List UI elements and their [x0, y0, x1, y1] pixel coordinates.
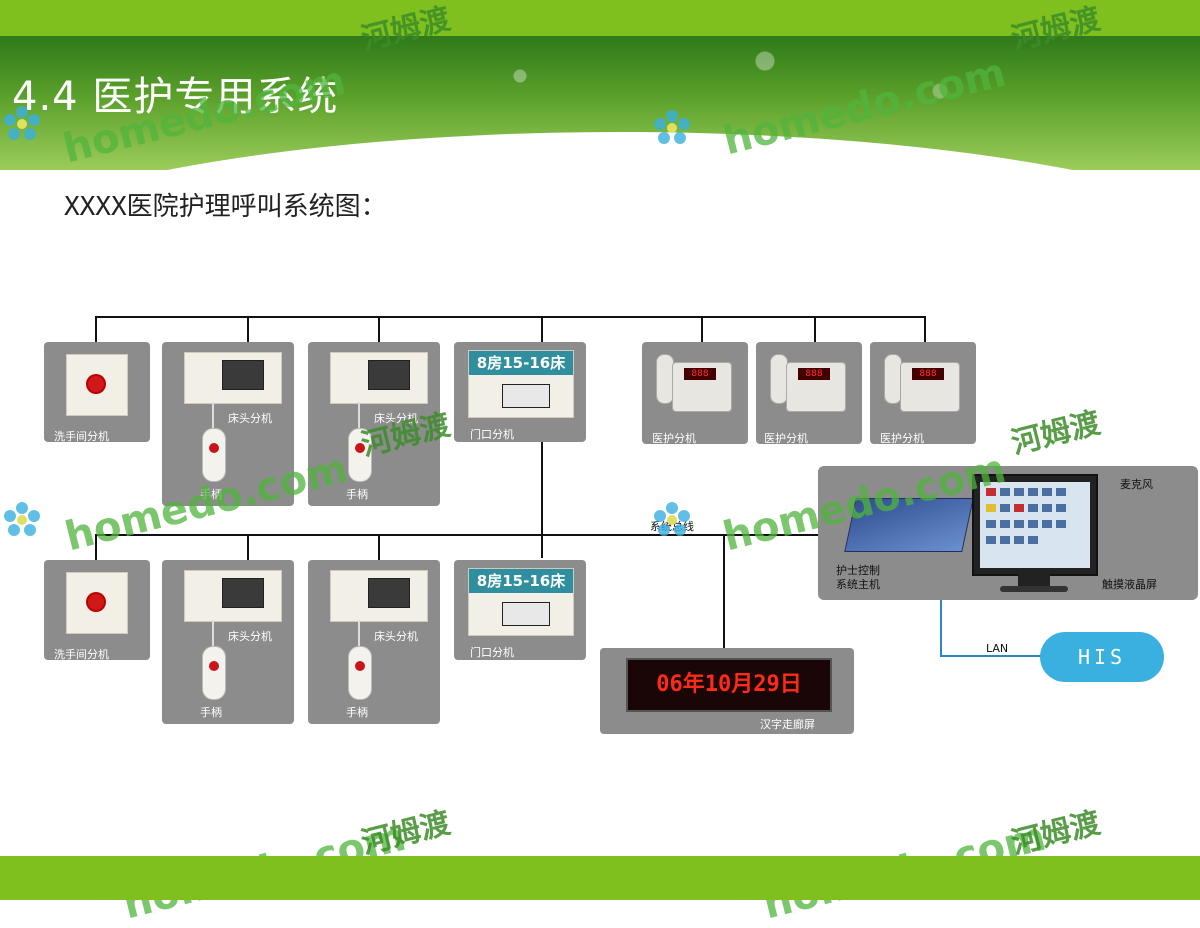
handset-cord [358, 620, 360, 646]
handset-icon [202, 428, 226, 482]
water-drops [380, 36, 1080, 136]
door-label: 门口分机 [470, 646, 514, 659]
led-display: 06年10月29日 [626, 658, 832, 712]
bedside-label: 床头分机 [228, 630, 272, 643]
handset-cord [212, 402, 214, 428]
bottom-bar [0, 856, 1200, 900]
his-cloud: HIS [1040, 632, 1164, 682]
handset-icon [202, 646, 226, 700]
door-sign: 8房15-16床 [469, 351, 573, 375]
lan-label: LAN [986, 642, 1009, 655]
bedside-unit: 床头分机 手柄 [162, 560, 294, 724]
handset-cord [358, 402, 360, 428]
washroom-label: 洗手间分机 [54, 648, 109, 661]
top-bus-line [95, 316, 926, 318]
door-sign: 8房15-16床 [469, 569, 573, 593]
monitor-base [1000, 586, 1068, 592]
top-bar [0, 0, 1200, 36]
drop-line [723, 534, 725, 650]
monitor-stand [1018, 572, 1050, 588]
touch-screen-label: 触摸液晶屏 [1102, 578, 1157, 591]
phone-icon: 888 [654, 350, 732, 412]
drop-line [247, 534, 249, 560]
mic-label: 麦克风 [1120, 478, 1153, 491]
drop-line [378, 316, 380, 342]
bedside-unit: 床头分机 手柄 [308, 342, 440, 506]
drop-line [924, 316, 926, 342]
medical-label: 医护分机 [880, 432, 924, 445]
bedside-screen [222, 578, 264, 608]
flower-logo-icon [4, 106, 40, 140]
flower-logo-icon [654, 502, 690, 536]
call-button-icon [88, 594, 104, 610]
host-label-line2: 系统主机 [836, 578, 880, 591]
drop-line [541, 316, 543, 342]
drop-line [247, 316, 249, 342]
vertical-bus-line [541, 442, 543, 558]
handset-label: 手柄 [346, 706, 368, 719]
medical-unit: 888 医护分机 [642, 342, 748, 445]
medical-unit: 888 医护分机 [756, 342, 862, 445]
handset-cord [212, 620, 214, 646]
bedside-label: 床头分机 [228, 412, 272, 425]
watermark-cn: 河姆渡 [357, 805, 454, 862]
drop-line [95, 534, 97, 560]
page-title: 4.4 医护专用系统 [12, 74, 339, 120]
medical-unit: 888 医护分机 [870, 342, 976, 445]
corridor-label: 汉字走廊屏 [760, 718, 815, 731]
bedside-unit: 床头分机 手柄 [308, 560, 440, 724]
drop-line [378, 534, 380, 560]
handset-icon [348, 428, 372, 482]
lan-line [940, 655, 1042, 657]
call-button-icon [88, 376, 104, 392]
host-label-line1: 护士控制 [836, 564, 880, 577]
lan-line [940, 600, 942, 656]
bedside-label: 床头分机 [374, 630, 418, 643]
handset-label: 手柄 [346, 488, 368, 501]
flower-logo-icon [4, 502, 40, 536]
washroom-label: 洗手间分机 [54, 430, 109, 443]
washroom-unit: 洗手间分机 [44, 342, 150, 443]
bedside-screen [368, 578, 410, 608]
door-unit: 8房15-16床 门口分机 [454, 342, 586, 442]
door-label: 门口分机 [470, 428, 514, 441]
system-bus-line [95, 534, 819, 536]
header-banner [0, 36, 1200, 170]
washroom-unit: 洗手间分机 [44, 560, 150, 661]
handset-label: 手柄 [200, 488, 222, 501]
door-screen [502, 384, 550, 408]
watermark-cn: 河姆渡 [1007, 805, 1104, 862]
touch-monitor-icon [972, 474, 1098, 576]
flower-logo-icon [654, 110, 690, 144]
drop-line [95, 316, 97, 342]
watermark-cn: 河姆渡 [1007, 405, 1104, 462]
door-screen [502, 602, 550, 626]
bedside-label: 床头分机 [374, 412, 418, 425]
handset-icon [348, 646, 372, 700]
drop-line [814, 316, 816, 342]
medical-label: 医护分机 [764, 432, 808, 445]
bedside-unit: 床头分机 手柄 [162, 342, 294, 506]
bedside-screen [222, 360, 264, 390]
drop-line [701, 316, 703, 342]
handset-label: 手柄 [200, 706, 222, 719]
phone-icon: 888 [768, 350, 846, 412]
bedside-screen [368, 360, 410, 390]
medical-label: 医护分机 [652, 432, 696, 445]
door-unit: 8房15-16床 门口分机 [454, 560, 586, 660]
diagram-subtitle: XXXX医院护理呼叫系统图： [64, 192, 387, 222]
phone-icon: 888 [882, 350, 960, 412]
